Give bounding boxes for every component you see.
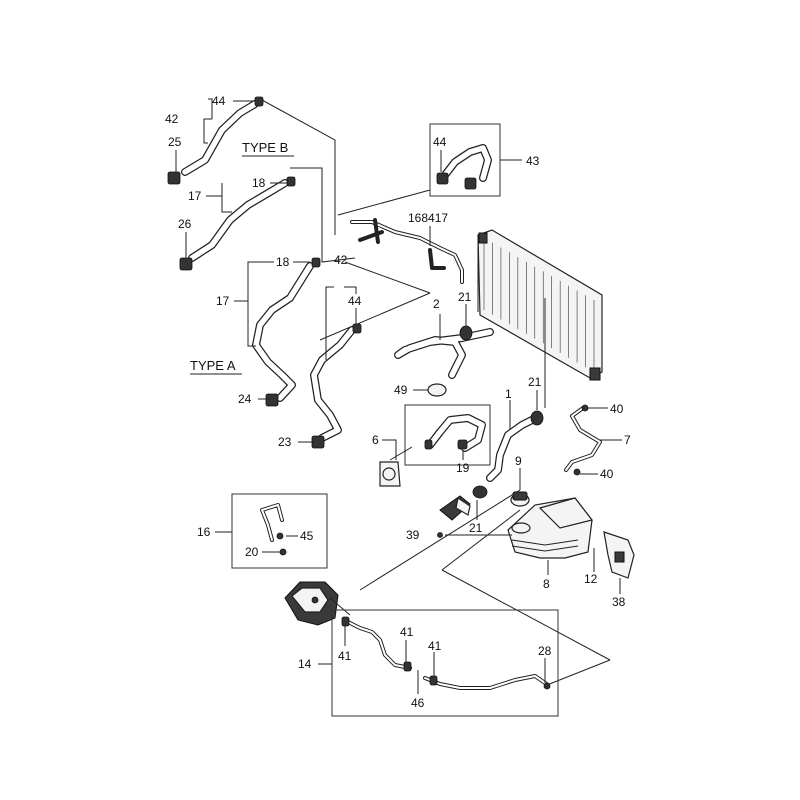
callout-17-b: 17 <box>188 189 202 203</box>
callout-21-top: 21 <box>458 290 472 304</box>
bracket-38-group: 12 38 <box>584 531 635 609</box>
callout-6: 6 <box>372 433 379 447</box>
callout-20: 20 <box>245 545 259 559</box>
clamp-41-c <box>429 675 438 686</box>
box-16-group: 16 45 20 <box>197 493 328 569</box>
clamp-41-a <box>341 616 350 627</box>
callout-49: 49 <box>394 383 408 397</box>
clamp-44-top <box>254 96 264 107</box>
clamp-40-bot <box>573 468 581 476</box>
callout-12: 12 <box>584 572 598 586</box>
callout-21-mid: 21 <box>528 375 542 389</box>
callout-25: 25 <box>168 135 182 149</box>
radiator <box>477 229 603 408</box>
box-6-group: 6 19 <box>372 404 491 487</box>
callout-44-a: 44 <box>348 294 362 308</box>
callout-38: 38 <box>612 595 626 609</box>
callout-41-a: 41 <box>338 649 352 663</box>
callout-1: 1 <box>505 387 512 401</box>
hose-1-group: 1 21 <box>486 375 544 482</box>
callout-18-b: 18 <box>252 176 266 190</box>
clamp-45 <box>276 532 284 540</box>
callout-41-b: 41 <box>400 625 414 639</box>
callout-42-top: 42 <box>165 112 179 126</box>
callout-28: 28 <box>538 644 552 658</box>
clamp-40-top <box>581 404 589 412</box>
box-43-group: 44 43 <box>429 123 540 197</box>
callout-44-top: 44 <box>212 94 226 108</box>
type-b-group: TYPE B 44 42 25 18 17 26 <box>165 94 296 271</box>
callout-40-bot: 40 <box>600 467 614 481</box>
clamp-49 <box>427 383 447 397</box>
guide-lines <box>261 99 611 686</box>
clamp-18-b <box>286 176 296 187</box>
thermostat-group: 21 <box>439 485 488 535</box>
clamp-24 <box>265 393 279 407</box>
clamp-21-bot <box>472 485 488 499</box>
hose-2-group: 2 21 49 <box>394 290 494 397</box>
callout-19: 19 <box>456 461 470 475</box>
hose-7-group: 40 7 40 <box>564 402 631 481</box>
callout-45: 45 <box>300 529 314 543</box>
callout-14: 14 <box>298 657 312 671</box>
clamp-26 <box>179 257 193 271</box>
callout-46: 46 <box>411 696 425 710</box>
callout-18-a: 18 <box>276 255 290 269</box>
callout-2: 2 <box>433 297 440 311</box>
callout-44-box: 44 <box>433 135 447 149</box>
clamp-21-mid <box>530 410 544 426</box>
callout-26: 26 <box>178 217 192 231</box>
callout-23: 23 <box>278 435 292 449</box>
reservoir-group: 9 39 8 <box>406 454 594 591</box>
callout-8: 8 <box>543 577 550 591</box>
callout-16: 16 <box>197 525 211 539</box>
callout-7: 7 <box>624 433 631 447</box>
clamp-18-a <box>311 257 321 268</box>
clamp-19 <box>457 439 468 450</box>
pipe-168417-group: 168417 <box>350 211 464 284</box>
callout-21-bot: 21 <box>469 521 483 535</box>
heater-unit <box>284 581 351 626</box>
clamp-39 <box>437 532 443 538</box>
callout-42-a: 42 <box>334 253 348 267</box>
callout-17-a: 17 <box>216 294 230 308</box>
callout-9: 9 <box>515 454 522 468</box>
callout-168417: 168417 <box>408 211 448 225</box>
type-a-label: TYPE A <box>190 358 236 373</box>
clamp-25 <box>167 171 181 185</box>
clamp-21-top <box>459 325 473 341</box>
type-b-label: TYPE B <box>242 140 288 155</box>
clamp-20 <box>279 548 287 556</box>
clamp-41-b <box>403 661 412 672</box>
callout-39: 39 <box>406 528 420 542</box>
callout-43: 43 <box>526 154 540 168</box>
callout-40-top: 40 <box>610 402 624 416</box>
box-14-group: 14 41 41 41 46 28 <box>298 609 559 717</box>
type-a-group: TYPE A 18 17 42 44 24 23 <box>190 253 362 449</box>
clamp-28 <box>543 682 551 690</box>
clamp-44-a <box>352 323 362 334</box>
callout-41-c: 41 <box>428 639 442 653</box>
callout-24: 24 <box>238 392 252 406</box>
